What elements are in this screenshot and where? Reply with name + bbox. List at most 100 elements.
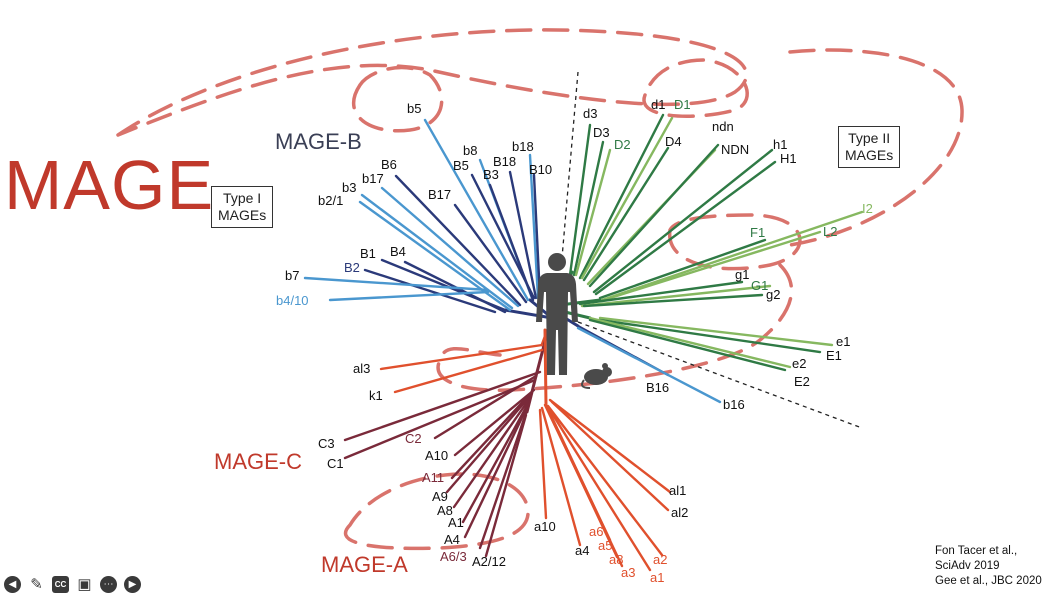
- citation: Fon Tacer et al., SciAdv 2019 Gee et al.…: [935, 544, 1042, 589]
- leaf-label: A2/12: [472, 554, 506, 569]
- tree-branch: [453, 388, 536, 457]
- type2-line1: Type II: [848, 130, 891, 146]
- leaf-label: g2: [766, 287, 780, 302]
- tree-branch: [343, 370, 542, 442]
- tree-branch: [478, 408, 529, 550]
- type2-box: Type II MAGEs: [838, 126, 901, 168]
- leaf-label: B17: [428, 187, 451, 202]
- tree-branch: [461, 400, 531, 524]
- tree-branch: [598, 316, 834, 347]
- leaf-label: B4: [390, 244, 406, 259]
- tree-branch: [580, 116, 674, 280]
- leaf-label: a6: [589, 524, 603, 539]
- more-icon[interactable]: ⋯: [100, 576, 117, 593]
- leaf-label: d1: [651, 97, 665, 112]
- leaf-label: L2: [823, 224, 837, 239]
- tree-branch: [532, 173, 542, 300]
- leaf-label: al1: [669, 483, 686, 498]
- arrow-right-icon[interactable]: ▶: [124, 576, 141, 593]
- type2-line2: MAGEs: [845, 147, 894, 163]
- leaf-label: g1: [735, 267, 749, 282]
- family-label-mage-c: MAGE-C: [214, 449, 302, 474]
- tree-branch: [568, 123, 592, 277]
- loop-d1: [642, 58, 749, 118]
- leaf-label: D1: [674, 97, 691, 112]
- pencil-icon[interactable]: ✎: [30, 576, 43, 593]
- leaf-label: k1: [369, 388, 383, 403]
- tree-branch: [600, 210, 864, 302]
- leaf-label: B5: [453, 158, 469, 173]
- main-title: MAGE: [4, 146, 215, 224]
- leaf-label: E2: [794, 374, 810, 389]
- leaf-label: E1: [826, 348, 842, 363]
- type1-box: Type I MAGEs: [211, 186, 274, 228]
- tree-branch: [463, 403, 530, 539]
- tree-branch: [423, 118, 530, 302]
- citation-line1: Fon Tacer et al.,: [935, 545, 1018, 557]
- family-label-mage-b: MAGE-B: [275, 129, 362, 154]
- outer-loop-type2: [788, 48, 964, 247]
- tree-branch: [450, 390, 534, 480]
- leaf-label: G1: [751, 278, 768, 293]
- leaf-label: h1: [773, 137, 787, 152]
- loop-mage-a: [343, 472, 530, 551]
- tree-branch: [343, 378, 537, 460]
- tree-branch: [578, 280, 744, 306]
- cc-icon[interactable]: CC: [52, 576, 69, 593]
- tree-branch: [576, 326, 722, 404]
- leaf-label: a1: [650, 570, 664, 585]
- leaf-label: b5: [407, 101, 421, 116]
- leaf-label: b7: [285, 268, 299, 283]
- tree-branch: [546, 404, 664, 557]
- loop-b5: [352, 65, 444, 133]
- tree-branch: [393, 348, 544, 394]
- tree-branch: [303, 276, 490, 292]
- tree-branch: [380, 186, 520, 308]
- leaf-label: b17: [362, 171, 384, 186]
- leaf-label: A8: [437, 503, 453, 518]
- tree-branch: [588, 316, 792, 369]
- leaf-label: A10: [425, 448, 448, 463]
- tree-branch: [588, 143, 720, 288]
- video-off-icon[interactable]: ▣: [77, 576, 92, 593]
- arrow-left-icon[interactable]: ◀: [4, 576, 21, 593]
- tree-branch: [328, 290, 490, 302]
- mouse-icon: [581, 363, 612, 389]
- outer-loop-type1: [116, 28, 749, 137]
- leaf-label: a8: [609, 552, 623, 567]
- leaf-label: A11: [422, 470, 444, 485]
- trunk-branch: [503, 308, 554, 320]
- tree-branch: [582, 146, 670, 282]
- tree-branch: [582, 293, 764, 308]
- tree-branch: [484, 413, 528, 558]
- tree-branch: [394, 174, 522, 307]
- leaf-label: NDN: [721, 142, 749, 157]
- leaf-label: B18: [493, 154, 516, 169]
- tree-branches: [303, 113, 864, 572]
- leaf-label: b3: [342, 180, 356, 195]
- tree-branch: [363, 268, 497, 314]
- leaf-label: b16: [723, 397, 745, 412]
- tree-branch: [598, 238, 767, 300]
- tree-branch: [602, 230, 822, 302]
- leaf-label: C2: [405, 431, 422, 446]
- leaf-label: b2/1: [318, 193, 343, 208]
- divider-right: [577, 321, 863, 429]
- leaf-label: ndn: [712, 119, 734, 134]
- tree-branch: [508, 170, 538, 300]
- tree-branch: [598, 318, 822, 354]
- tree-branch: [588, 318, 787, 372]
- divider-top: [561, 71, 579, 259]
- leaf-label: al2: [671, 505, 688, 520]
- tree-branch: [488, 183, 535, 302]
- presentation-toolbar: ◀ ✎ CC ▣ ⋯ ▶: [4, 576, 141, 593]
- leaf-label: A1: [448, 515, 464, 530]
- leaf-label: e1: [836, 334, 850, 349]
- tree-branch: [453, 203, 528, 304]
- tree-branch: [578, 113, 665, 280]
- tree-branch: [538, 408, 548, 520]
- leaf-label: a10: [534, 519, 556, 534]
- leaf-label: D2: [614, 137, 631, 152]
